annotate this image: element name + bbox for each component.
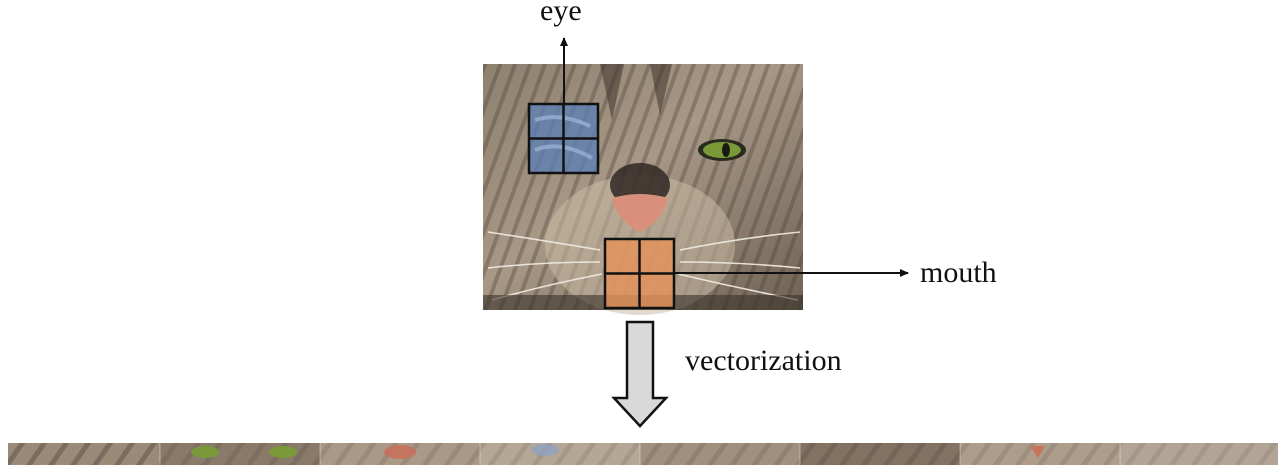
vectorized-patch-strip [8, 443, 1278, 465]
vectorization-arrow [611, 320, 669, 428]
cat-image [483, 64, 803, 315]
eye-label: eye [540, 0, 582, 27]
mouth-label: mouth [920, 256, 997, 289]
eye-patch [527, 102, 600, 175]
mouth-patch [603, 237, 676, 310]
vectorization-label: vectorization [685, 344, 842, 377]
cat-eye-right [698, 139, 746, 161]
